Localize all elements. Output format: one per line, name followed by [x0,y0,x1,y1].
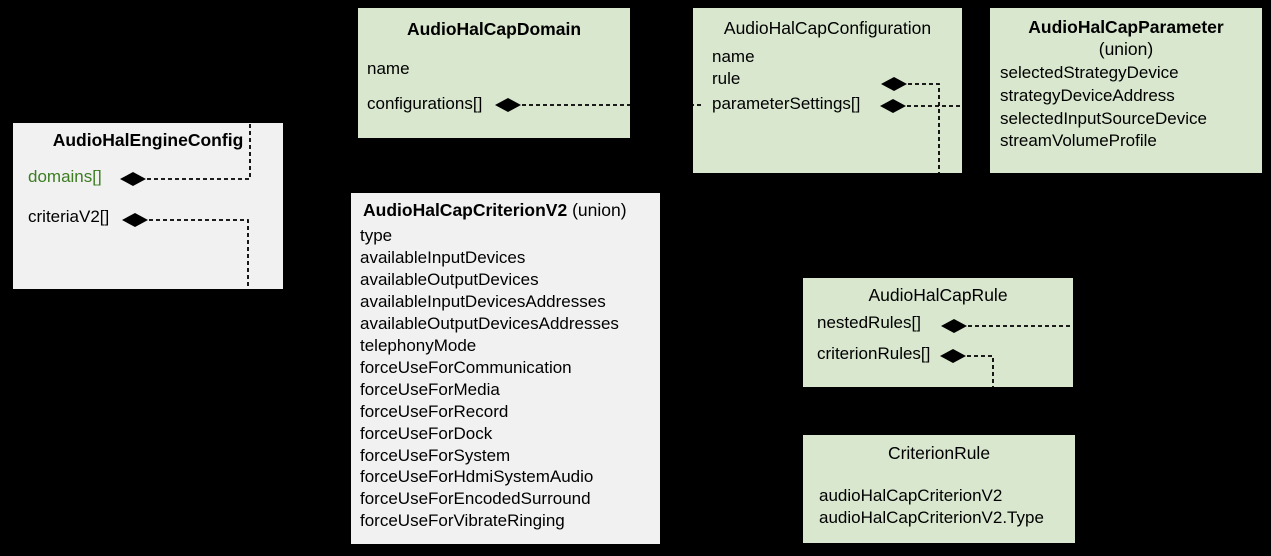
field-list: audioHalCapCriterionV2 audioHalCapCriter… [819,485,1044,529]
class-subtitle-union: (union) [1098,39,1154,59]
field-forceuseforsystem: forceUseForSystem [360,445,511,465]
field-nestedrules: nestedRules[] [817,313,921,332]
field-availableoutputdevicesaddresses: availableOutputDevicesAddresses [360,313,619,333]
field-name: name [367,59,410,78]
field-availableinputdevices: availableInputDevices [360,247,526,267]
class-title-audiohalcapparameter: AudioHalCapParameter [1028,17,1224,37]
class-box-criterionrule: CriterionRule audioHalCapCriterionV2 aud… [803,435,1075,543]
field-list: selectedStrategyDevice strategyDeviceAdd… [1000,62,1207,153]
class-title-criterionrule: CriterionRule [887,443,991,463]
field-parametersettings: parameterSettings[] [712,94,861,113]
class-title-union-suffix: (union) [567,200,627,220]
class-box-audiohalcapparameter: AudioHalCapParameter (union) selectedStr… [990,8,1262,173]
class-box-audiohalcaprule: AudioHalCapRule nestedRules[] criterionR… [803,278,1073,387]
field-criteriav2: criteriaV2[] [28,207,110,226]
class-title-audiohalcapdomain: AudioHalCapDomain [406,19,582,39]
class-title-audiohalcapcriterionv2: AudioHalCapCriterionV2 (union) [363,200,660,220]
field-forceusefordock: forceUseForDock [360,423,493,443]
field-rule: rule [712,69,741,88]
field-strategydeviceaddress: strategyDeviceAddress [1000,85,1175,105]
field-forceuseforrecord: forceUseForRecord [360,401,509,421]
class-title-text: AudioHalCapCriterionV2 [363,200,568,220]
class-title-audiohalcapconfiguration: AudioHalCapConfiguration [723,18,932,38]
class-box-audiohalcapconfiguration: AudioHalCapConfiguration name rule param… [693,8,962,173]
field-availableoutputdevices: availableOutputDevices [360,269,539,289]
field-forceuseforcommunication: forceUseForCommunication [360,357,572,377]
field-audiohalcapcriterionv2-type: audioHalCapCriterionV2.Type [819,508,1044,527]
class-box-audiohalcapdomain: AudioHalCapDomain name configurations[] [358,8,630,138]
field-domains: domains[] [28,167,102,186]
field-availableinputdevicesaddresses: availableInputDevicesAddresses [360,291,606,311]
class-title-audiohalengineconfig: AudioHalEngineConfig [52,130,244,150]
class-box-audiohalcapcriterionv2: AudioHalCapCriterionV2 (union) type avai… [351,193,660,544]
field-selectedstrategydevice: selectedStrategyDevice [1000,63,1179,82]
field-type: type [360,226,393,245]
field-audiohalcapcriterionv2: audioHalCapCriterionV2 [819,486,1003,505]
field-list: type availableInputDevices availableOutp… [360,225,619,532]
field-forceuseforencodedsurround: forceUseForEncodedSurround [360,489,591,509]
field-selectedinputsourcedevice: selectedInputSourceDevice [1000,108,1207,128]
field-criterionrules: criterionRules[] [817,344,931,363]
class-title-audiohalcaprule: AudioHalCapRule [868,285,1008,305]
field-name: name [712,47,755,66]
field-forceuseforhdmisystemaudio: forceUseForHdmiSystemAudio [360,467,594,487]
field-configurations: configurations[] [367,94,483,113]
field-forceuseformedia: forceUseForMedia [360,379,500,399]
class-box-audiohalengineconfig: AudioHalEngineConfig domains[] criteriaV… [13,123,283,289]
field-telephonymode: telephonyMode [360,335,477,355]
field-forceuseforvibrateringing: forceUseForVibrateRinging [360,511,565,531]
field-streamvolumeprofile: streamVolumeProfile [1000,131,1157,151]
